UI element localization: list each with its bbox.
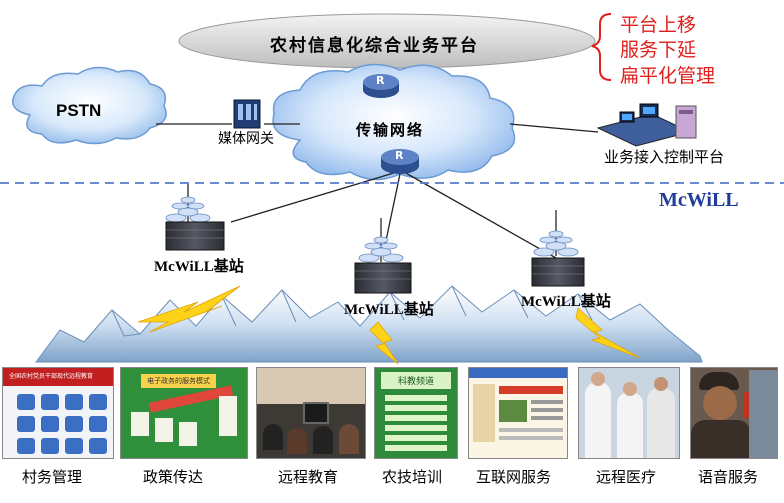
caption-agri-training: 农技培训 [382, 468, 443, 486]
router-bottom-letter: R [395, 149, 404, 162]
pstn-label: PSTN [56, 101, 102, 120]
lightning-bolt-center [369, 321, 399, 365]
lightning-bolt-left [137, 285, 241, 333]
caption-remote-education: 远程教育 [278, 468, 339, 486]
thumbnail-header: 全国农村党员干部现代远程教育 [3, 368, 113, 386]
platform-title: 农村信息化综合业务平台 [270, 36, 479, 56]
caption-voice: 语音服务 [698, 468, 759, 486]
thumbnail-policy: 电子政务的服务模式 [120, 367, 248, 459]
transport-network-label: 传输网络 [356, 121, 425, 139]
link-lines [156, 123, 599, 259]
caption-internet: 互联网服务 [476, 468, 552, 486]
thumbnail-remote-education [256, 367, 366, 459]
brace-note-2: 服务下延 [620, 39, 697, 61]
router-bottom [381, 149, 419, 174]
base-station-1 [165, 184, 225, 251]
caption-policy: 政策传达 [143, 468, 204, 486]
pstn-cloud [12, 66, 167, 145]
access-control-label: 业务接入控制平台 [604, 148, 725, 166]
thumbnail-header: 科教频道 [381, 372, 451, 389]
caption-village-affairs: 村务管理 [22, 468, 83, 486]
brace [591, 13, 612, 81]
brace-note-3: 扁平化管理 [620, 65, 716, 87]
lightning-bolt-right [575, 307, 641, 359]
thumbnail-village-affairs: 全国农村党员干部现代远程教育 [2, 367, 114, 459]
mountain-range [35, 285, 703, 363]
base-station-label-1: McWiLL基站 [154, 259, 244, 275]
thumbnail-telemedicine [578, 367, 680, 459]
router-top [363, 74, 399, 98]
base-station-2 [354, 218, 412, 294]
thumbnail-header: 电子政务的服务模式 [141, 374, 216, 388]
base-station-3 [531, 210, 585, 287]
caption-telemedicine: 远程医疗 [596, 468, 657, 486]
transport-cloud [272, 63, 516, 181]
base-station-label-2: McWiLL基站 [344, 302, 434, 318]
thumbnail-voice [690, 367, 778, 459]
computer-network-icon [596, 103, 697, 147]
brace-note-1: 平台上移 [620, 14, 697, 36]
media-gateway-label: 媒体网关 [218, 131, 274, 147]
thumbnail-agri-training: 科教频道 [374, 367, 458, 459]
mcwill-label: McWiLL [659, 189, 739, 211]
router-top-letter: R [376, 74, 385, 87]
thumbnail-internet [468, 367, 568, 459]
base-station-label-3: McWiLL基站 [521, 294, 611, 310]
media-gateway-icon [233, 99, 261, 129]
